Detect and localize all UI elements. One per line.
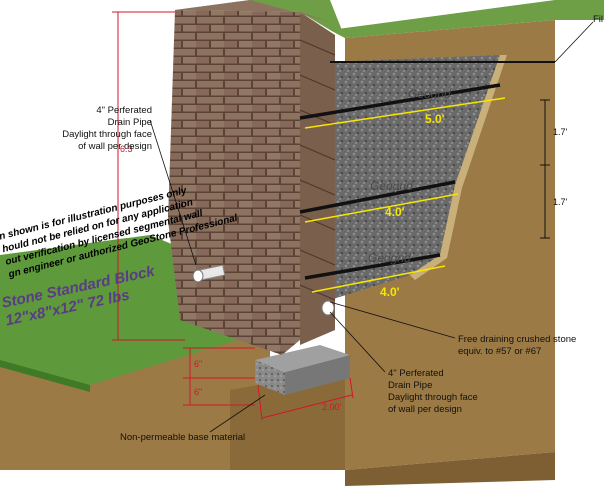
wall-top-cap [175,0,330,22]
wall-side-face [300,12,335,345]
base-material-side [285,355,350,395]
svg-text:Drain Pipe: Drain Pipe [388,380,432,391]
geogrid-length-1: 5.0' [425,112,445,126]
base-material-label: Non-permeable base material [120,432,245,443]
lower-drain-pipe-icon [321,300,335,316]
geogrid-length-2: 4.0' [385,205,405,219]
wall-height-dimension [112,11,185,341]
base-depth-dimension [183,347,255,406]
crushed-stone-label: Free draining crushed stone equiv. to #5… [458,334,576,357]
base-material-front [255,360,285,395]
wall-front-face [168,10,300,355]
leader-lines [149,21,594,433]
backfill-boundary [410,55,507,280]
geogrid-length-3: 4.0' [380,285,400,299]
svg-text:4" Perferated: 4" Perferated [388,368,444,379]
fill-label: Fil [593,14,603,25]
svg-text:4" Perferated: 4" Perferated [96,105,152,116]
geogrid-label-2: Geogrid [370,179,413,193]
geogrid-line-1 [299,83,501,120]
grid-spacing-lower-label: 1.7' [553,197,568,207]
wall-side-brick-lines [299,39,336,301]
geogrid-line-2 [299,180,456,214]
geogrid-line-3 [304,253,441,280]
yellow-dimension-lines [304,97,506,293]
geogrid-label-1: Geogrid [408,87,451,101]
svg-text:equiv. to #57 or #67: equiv. to #57 or #67 [458,346,541,357]
svg-text:Daylight through face: Daylight through face [62,129,152,140]
svg-text:Daylight through face: Daylight through face [388,392,478,403]
crushed-stone-backfill [330,55,500,300]
svg-text:Free draining crushed stone: Free draining crushed stone [458,334,576,345]
grid-spacing-dimension [540,99,550,239]
soil-back-top [330,0,604,38]
geogrid-layers [299,83,501,280]
upper-drain-pipe-label: 4" Perferated Drain Pipe Daylight throug… [62,105,152,152]
soil-front-face [345,452,555,486]
grass-left-edge [0,360,90,392]
svg-text:of wall per design: of wall per design [388,404,462,415]
base-depth-label-1: 6" [194,359,202,369]
wall-height-label: 6.3' [120,144,135,154]
base-width-label: 2.00' [322,402,342,412]
base-depth-label-2: 6" [194,387,202,397]
base-width-dimension [257,377,354,421]
geogrid-label-3: Geogrid [368,251,411,265]
svg-text:Drain Pipe: Drain Pipe [108,117,152,128]
svg-text:of wall per design: of wall per design [78,141,152,152]
upper-drain-pipe-icon [192,264,226,283]
grid-spacing-upper-label: 1.7' [553,127,568,137]
lower-drain-pipe-label: 4" Perferated Drain Pipe Daylight throug… [388,368,478,415]
base-material-top [255,345,350,372]
